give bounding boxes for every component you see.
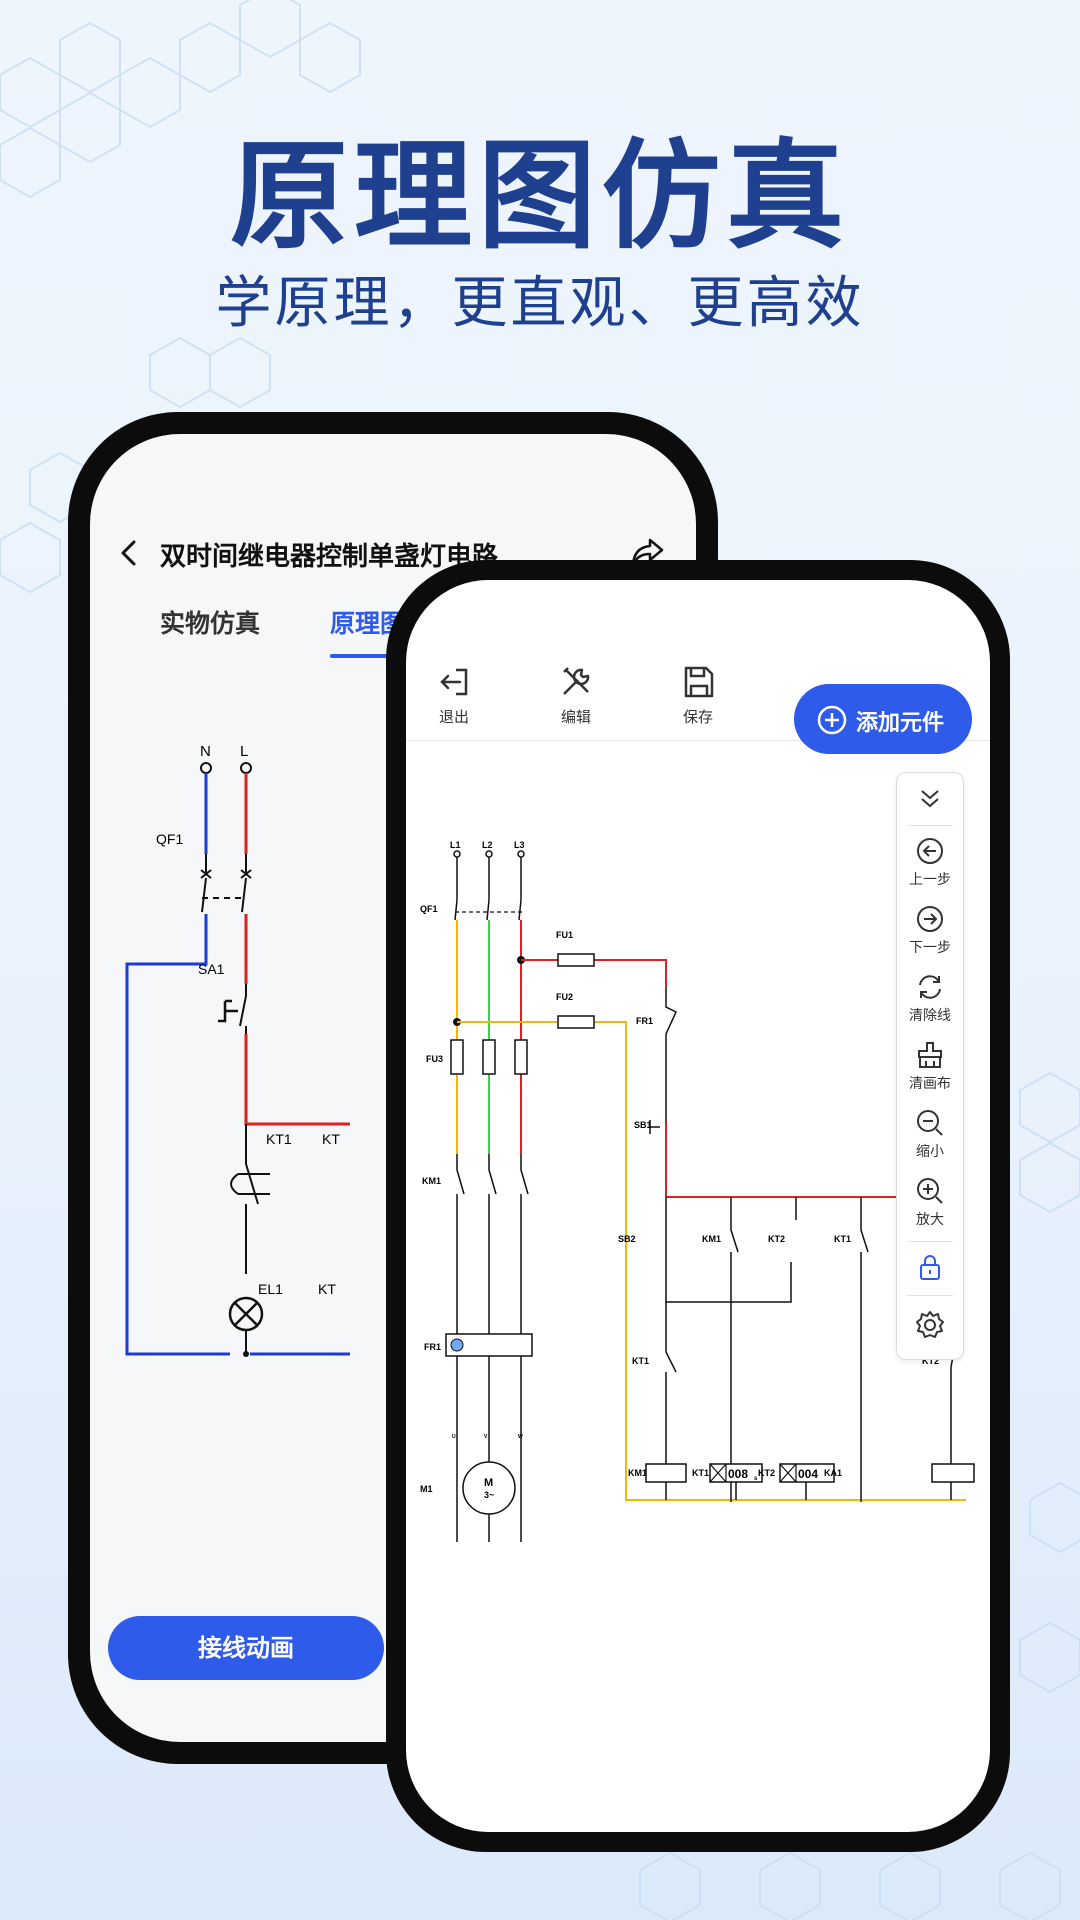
zoom-in-label: 放大 bbox=[916, 1212, 944, 1228]
label-qf1-front: QF1 bbox=[420, 904, 438, 914]
undo-label: 上一步 bbox=[909, 872, 951, 888]
zoom-out-button[interactable]: 缩小 bbox=[897, 1107, 963, 1161]
page-title: 双时间继电器控制单盏灯电路 bbox=[160, 542, 499, 572]
front-phone-screen: 退出 编辑 保存 添加元件 bbox=[406, 580, 990, 1832]
editor-toolbar: 退出 编辑 保存 添加元件 bbox=[406, 580, 990, 754]
wire-animation-button[interactable]: 接线动画 bbox=[108, 1616, 384, 1680]
clear-wires-label: 清除线 bbox=[909, 1008, 951, 1024]
label-w: W bbox=[518, 1434, 523, 1440]
label-kt1-contact: KT1 bbox=[834, 1234, 851, 1244]
schematic-canvas[interactable]: L1 L2 L3 QF1 FU3 FU1 FU2 bbox=[406, 742, 990, 1832]
panel-divider bbox=[907, 825, 953, 826]
back-arrow-icon[interactable] bbox=[116, 538, 142, 568]
label-km1-contact: KM1 bbox=[702, 1234, 721, 1244]
phone-mockup-front: 退出 编辑 保存 添加元件 bbox=[386, 560, 1010, 1852]
clear-canvas-label: 清画布 bbox=[909, 1076, 951, 1092]
label-kt-cut: KT bbox=[322, 1131, 340, 1147]
label-l2: L2 bbox=[482, 840, 493, 850]
label-qf1: QF1 bbox=[156, 831, 183, 847]
motor-phase: 3~ bbox=[484, 1490, 494, 1500]
zoom-out-icon bbox=[917, 1110, 943, 1136]
edit-label: 编辑 bbox=[560, 708, 591, 726]
label-ka1-coil: KA1 bbox=[824, 1468, 842, 1478]
zoom-in-button[interactable]: 放大 bbox=[897, 1175, 963, 1229]
clear-canvas-button[interactable]: 清画布 bbox=[897, 1039, 963, 1093]
plus-circle-icon bbox=[817, 705, 847, 735]
arrow-left-circle-icon bbox=[917, 838, 943, 864]
refresh-icon bbox=[919, 975, 941, 999]
label-kt1: KT1 bbox=[266, 1131, 292, 1147]
exit-icon bbox=[440, 668, 468, 696]
broom-icon bbox=[918, 1042, 942, 1068]
label-fu2: FU2 bbox=[556, 992, 573, 1002]
kt1-timer-value: 008 bbox=[728, 1467, 748, 1481]
headline-subtitle: 学原理，更直观、更高效 bbox=[215, 271, 865, 336]
lamp-circuit-diagram: N L QF1 SA1 KT1 KT bbox=[125, 743, 350, 1357]
lock-icon bbox=[920, 1255, 940, 1280]
label-km1-coil: KM1 bbox=[628, 1468, 647, 1478]
add-component-button[interactable]: 添加元件 bbox=[794, 684, 972, 754]
arrow-right-circle-icon bbox=[917, 906, 943, 932]
label-m1: M1 bbox=[420, 1484, 433, 1494]
exit-label: 退出 bbox=[438, 708, 469, 726]
label-kt2-delay: KT2 bbox=[922, 1356, 939, 1366]
label-kt1-coil: KT1 bbox=[692, 1468, 709, 1478]
tools-icon bbox=[563, 667, 590, 695]
panel-divider bbox=[907, 1241, 953, 1242]
kt1-timer-unit: s bbox=[754, 1476, 758, 1482]
lock-button[interactable] bbox=[897, 1251, 963, 1283]
clear-wires-button[interactable]: 清除线 bbox=[897, 971, 963, 1025]
tab-physical-simulation[interactable]: 实物仿真 bbox=[160, 609, 261, 638]
back-header: 双时间继电器控制单盏灯电路 bbox=[90, 524, 696, 584]
label-sb2: SB2 bbox=[618, 1234, 636, 1244]
label-fr1-contact: FR1 bbox=[636, 1016, 653, 1026]
canvas-tool-panel: 上一步 下一步 清除线 清画 bbox=[896, 772, 964, 1360]
settings-button[interactable] bbox=[897, 1309, 963, 1341]
label-l: L bbox=[240, 743, 248, 760]
active-tab-indicator bbox=[330, 654, 440, 658]
label-sb1: SB1 bbox=[634, 1120, 652, 1130]
label-n: N bbox=[200, 743, 211, 760]
view-tabs: 实物仿真 原理图 bbox=[90, 604, 696, 664]
label-u: U bbox=[452, 1434, 456, 1440]
collapse-panel-button[interactable] bbox=[897, 783, 963, 815]
zoom-out-label: 缩小 bbox=[916, 1144, 944, 1160]
label-km1: KM1 bbox=[422, 1176, 441, 1186]
add-component-label: 添加元件 bbox=[856, 711, 945, 736]
headline-title: 原理图仿真 bbox=[229, 127, 850, 265]
redo-button[interactable]: 下一步 bbox=[897, 903, 963, 957]
gear-icon bbox=[916, 1311, 944, 1338]
undo-button[interactable]: 上一步 bbox=[897, 835, 963, 889]
exit-button[interactable]: 退出 bbox=[414, 662, 494, 727]
zoom-in-icon bbox=[917, 1178, 943, 1204]
edit-button[interactable]: 编辑 bbox=[536, 662, 616, 727]
save-icon bbox=[684, 666, 714, 698]
redo-label: 下一步 bbox=[909, 940, 951, 956]
label-kt1-delay: KT1 bbox=[632, 1356, 649, 1366]
label-el1: EL1 bbox=[258, 1281, 283, 1297]
label-v: V bbox=[484, 1434, 488, 1440]
double-chevron-down-icon bbox=[921, 790, 939, 808]
label-fu1: FU1 bbox=[556, 930, 573, 940]
label-kt2-coil: KT2 bbox=[758, 1468, 775, 1478]
label-l3: L3 bbox=[514, 840, 525, 850]
label-l1: L1 bbox=[450, 840, 461, 850]
label-kt-cut2: KT bbox=[318, 1281, 336, 1297]
label-fr1: FR1 bbox=[424, 1342, 441, 1352]
panel-divider bbox=[907, 1295, 953, 1296]
motor-symbol: M bbox=[484, 1477, 493, 1489]
save-button[interactable]: 保存 bbox=[658, 662, 738, 727]
label-sa1: SA1 bbox=[198, 961, 225, 977]
label-kt2-contact: KT2 bbox=[768, 1234, 785, 1244]
label-fu3: FU3 bbox=[426, 1054, 443, 1064]
kt2-timer-value: 004 bbox=[798, 1467, 818, 1481]
save-label: 保存 bbox=[682, 708, 713, 726]
